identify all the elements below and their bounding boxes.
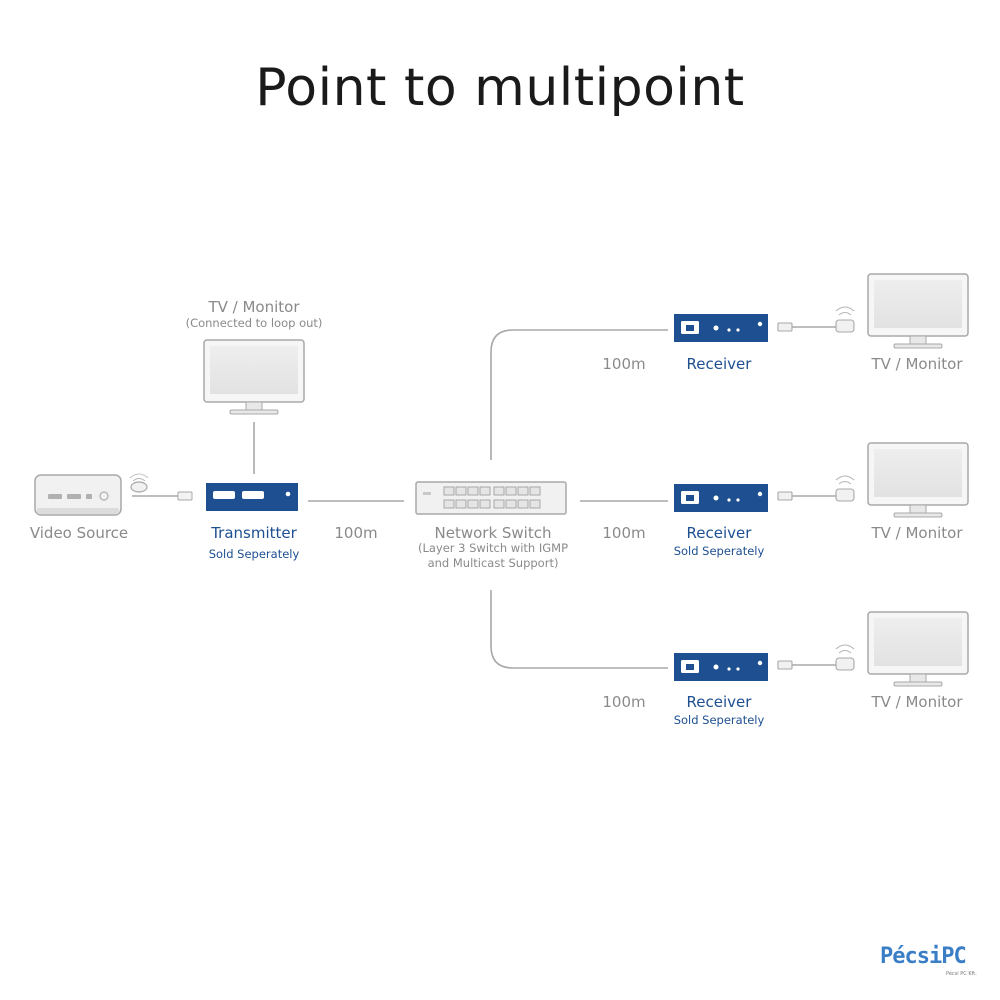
loop-monitor-sublabel: (Connected to loop out): [185, 316, 323, 330]
monitor-icon: [867, 273, 969, 349]
watermark-subtext: Pécsi PC Kft.: [946, 971, 977, 977]
monitor-label: TV / Monitor: [871, 693, 963, 711]
receiver-device-icon: [674, 484, 768, 512]
loop-monitor-icon: [203, 339, 305, 415]
distance-label: 100m: [334, 524, 378, 542]
receiver-label: Receiver: [686, 693, 752, 711]
receiver-label: Receiver: [686, 524, 752, 542]
video-source-icon: [34, 474, 122, 516]
hdmi-plug-icon: [129, 473, 193, 501]
watermark-logo: PécsiPC Pécsi PC Kft.: [878, 944, 988, 984]
receiver-label: Receiver: [686, 355, 752, 373]
bottom-link: [490, 590, 668, 669]
receiver-device-icon: [674, 314, 768, 342]
distance-label: 100m: [602, 355, 646, 373]
hdmi-plug-icon: [777, 657, 855, 671]
monitor-label: TV / Monitor: [871, 524, 963, 542]
distance-label: 100m: [602, 693, 646, 711]
transmitter-device-icon: [206, 483, 298, 511]
monitor-icon: [867, 611, 969, 687]
receiver-sublabel: Sold Seperately: [673, 544, 765, 558]
wireless-waves-icon: [835, 306, 855, 654]
receiver-sublabel: Sold Seperately: [673, 713, 765, 727]
video-source-label: Video Source: [29, 524, 129, 542]
switch-label: Network Switch: [434, 524, 552, 542]
distance-label: 100m: [602, 524, 646, 542]
monitor-icon: [867, 442, 969, 518]
switch-sublabel: and Multicast Support): [427, 556, 559, 570]
network-switch-icon: [415, 481, 567, 515]
monitor-label: TV / Monitor: [871, 355, 963, 373]
hdmi-plug-icon: [777, 488, 855, 502]
hdmi-plug-icon: [777, 319, 855, 333]
diagram-title: Point to multipoint: [255, 58, 745, 118]
top-link: [490, 329, 668, 460]
transmitter-label: Transmitter: [211, 524, 297, 542]
watermark-text: PécsiPC: [880, 944, 967, 969]
transmitter-sublabel: Sold Seperately: [208, 547, 300, 561]
loop-monitor-label: TV / Monitor: [208, 298, 300, 316]
receiver-device-icon: [674, 653, 768, 681]
switch-sublabel: (Layer 3 Switch with IGMP: [417, 541, 569, 555]
